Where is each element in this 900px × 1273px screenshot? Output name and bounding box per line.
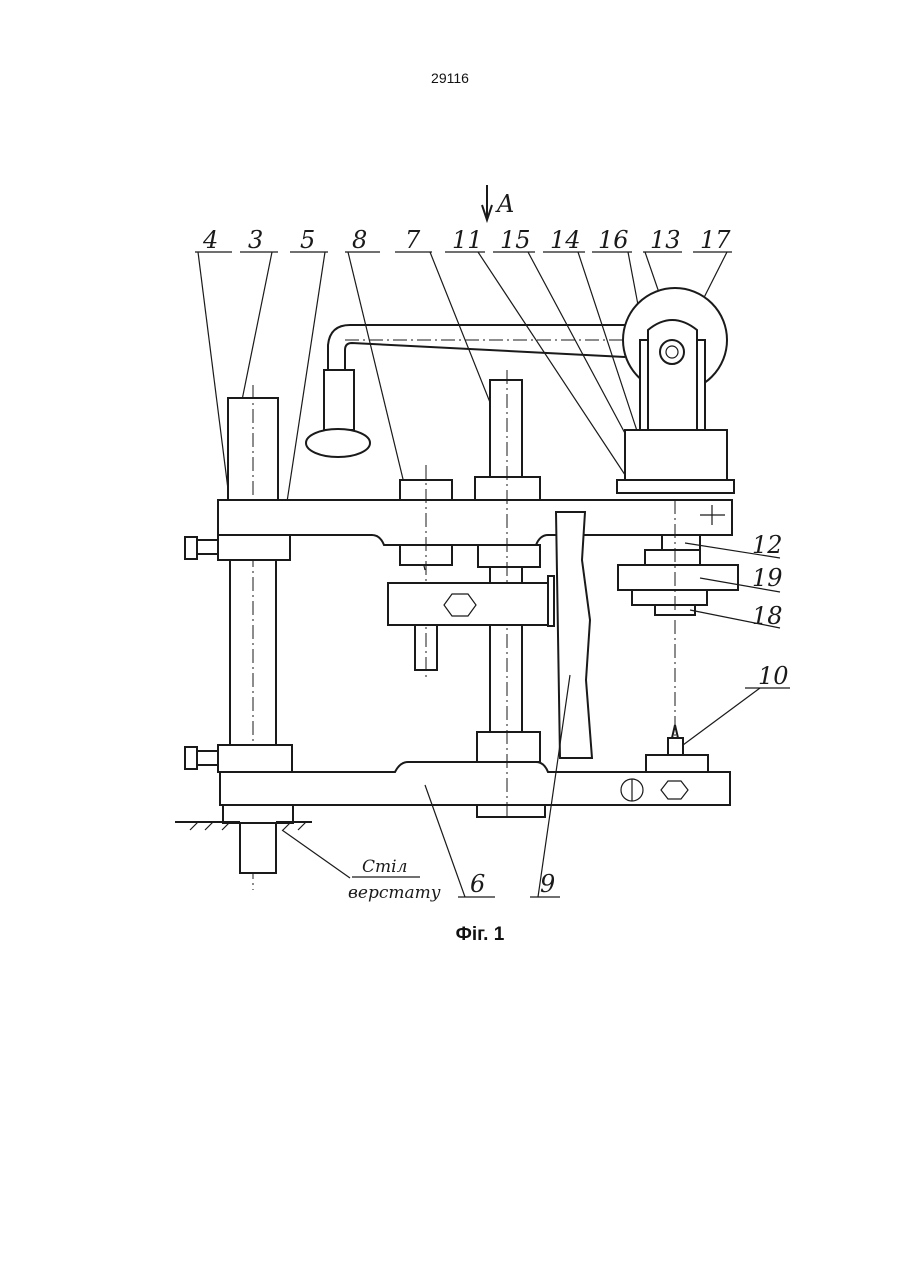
label-19: 19 (752, 564, 783, 592)
shaft-8 (400, 465, 452, 680)
label-5: 5 (300, 226, 315, 254)
roller-assembly (617, 288, 734, 493)
label-6: 6 (470, 870, 485, 898)
label-10: 10 (758, 662, 789, 690)
cross-arm (388, 576, 554, 626)
machine-table (175, 805, 350, 878)
label-4: 4 (202, 226, 218, 254)
label-18: 18 (752, 602, 783, 630)
part-9 (556, 512, 592, 758)
part-10 (646, 725, 708, 772)
label-12: 12 (752, 531, 783, 559)
view-arrow: A (482, 185, 514, 220)
label-16: 16 (598, 226, 629, 254)
label-3: 3 (248, 226, 263, 254)
label-14: 14 (550, 226, 581, 254)
table-label-line2: верстату (348, 883, 441, 903)
view-arrow-label: A (495, 190, 514, 218)
table-label: Стіл верстату (348, 857, 441, 903)
clamp-4-upper (185, 535, 290, 560)
clamp-lower (185, 745, 292, 772)
label-7: 7 (405, 226, 421, 254)
upper-plate-5 (218, 500, 732, 545)
table-label-line1: Стіл (362, 857, 407, 877)
label-17: 17 (700, 226, 731, 254)
label-9: 9 (540, 870, 555, 898)
figure-caption: Фіг. 1 (0, 924, 900, 946)
label-8: 8 (352, 226, 367, 254)
top-label-group: 4 3 5 8 7 11 15 14 16 13 17 (195, 226, 732, 254)
label-13: 13 (650, 226, 681, 254)
label-11: 11 (452, 226, 483, 254)
label-15: 15 (500, 226, 531, 254)
